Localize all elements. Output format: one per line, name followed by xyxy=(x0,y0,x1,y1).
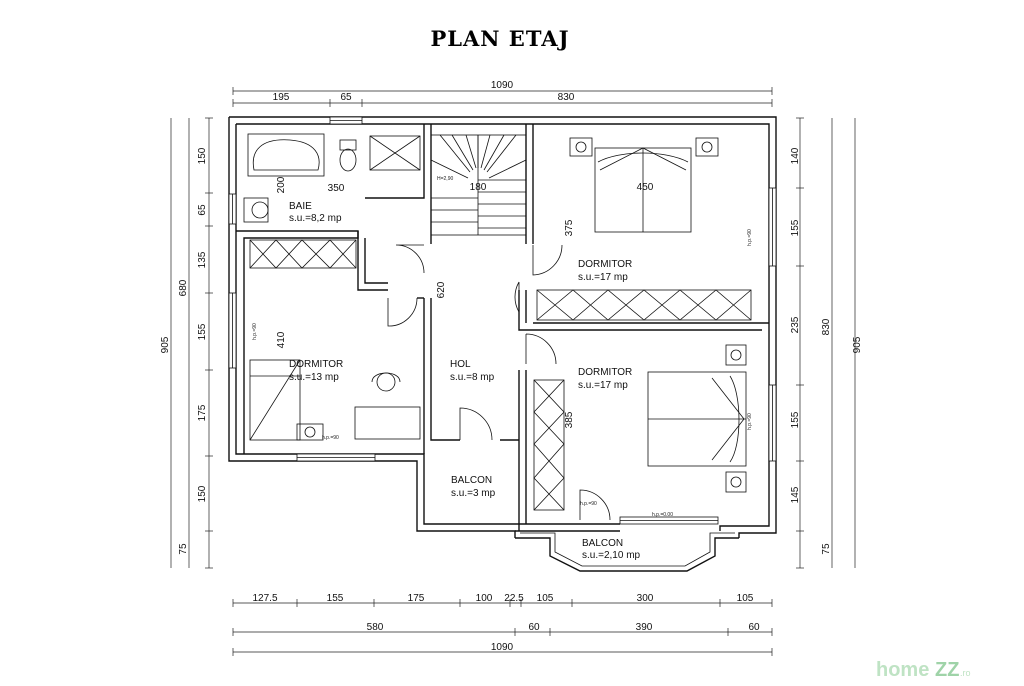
left-dimensions: 150 65 135 155 175 150 75 680 905 xyxy=(160,117,213,569)
bottom-dim-12: 60 xyxy=(748,622,760,633)
logo-home-text: home xyxy=(876,659,929,681)
bottom-dim-4: 100 xyxy=(476,593,493,604)
right-mid-dim: 830 xyxy=(821,318,832,335)
room-area-baie: s.u.=8,2 mp xyxy=(289,213,342,224)
staircase: H=2,90 xyxy=(430,134,527,236)
logo-zz-text: ZZ xyxy=(935,659,959,681)
window-note-2: h.p.=90 xyxy=(322,435,339,441)
bottom-dim-10: 60 xyxy=(528,622,540,633)
room-name-balcon-right: BALCON xyxy=(582,538,623,549)
left-dim-4: 155 xyxy=(197,323,208,340)
stair-note: H=2,90 xyxy=(437,176,453,182)
top-dimensions: 1090 195 65 830 xyxy=(232,80,773,107)
bottom-dim-1: 127.5 xyxy=(252,593,277,604)
room-name-baie: BAIE xyxy=(289,201,312,212)
interior-dim-3: 180 xyxy=(470,182,487,193)
left-dim-2: 65 xyxy=(197,204,208,216)
window-note-6: h.p.=90 xyxy=(580,501,597,507)
windows xyxy=(228,116,777,525)
interior-dimensions: 350 200 180 450 375 620 410 385 xyxy=(276,176,654,428)
bathroom-fixtures xyxy=(243,133,421,223)
right-dimensions: 140 155 235 155 145 75 830 905 xyxy=(790,117,863,569)
beds xyxy=(249,137,747,493)
window-note-1: h.p.=90 xyxy=(252,323,258,340)
left-dim-5: 175 xyxy=(197,404,208,421)
left-overall-dim: 905 xyxy=(160,336,171,353)
room-labels: BAIE s.u.=8,2 mp DORMITOR s.u.=13 mp HOL… xyxy=(289,201,641,561)
room-area-dormitor-top-right: s.u.=17 mp xyxy=(578,272,628,283)
left-dim-1: 150 xyxy=(197,147,208,164)
bottom-overall-dim: 1090 xyxy=(491,642,514,653)
interior-dim-4: 450 xyxy=(637,182,654,193)
top-overall-dim: 1090 xyxy=(491,80,514,91)
bottom-dim-3: 175 xyxy=(408,593,425,604)
right-dim-3: 235 xyxy=(790,316,801,333)
room-area-balcon-left: s.u.=3 mp xyxy=(451,488,496,499)
wardrobes xyxy=(249,239,752,511)
window-notes: h.p.=90 h.p.=90 h.p.=90 h.p.=0.00 h.p.=9… xyxy=(252,229,753,518)
room-area-balcon-right: s.u.=2,10 mp xyxy=(582,550,641,561)
room-name-hol: HOL xyxy=(450,359,471,370)
bottom-dim-2: 155 xyxy=(327,593,344,604)
plan-title: PLAN ETAJ xyxy=(430,26,569,51)
left-dim-3: 135 xyxy=(197,251,208,268)
room-area-hol: s.u.=8 mp xyxy=(450,372,495,383)
room-name-dormitor-top-right: DORMITOR xyxy=(578,259,632,270)
desk-and-chair xyxy=(354,372,421,440)
right-dim-5: 145 xyxy=(790,486,801,503)
doors xyxy=(387,244,611,521)
bottom-dim-9: 580 xyxy=(367,622,384,633)
left-dim-6: 150 xyxy=(197,485,208,502)
right-overall-dim: 905 xyxy=(852,336,863,353)
right-dim-4: 155 xyxy=(790,411,801,428)
interior-walls xyxy=(236,124,769,531)
window-note-3: h.p.=90 xyxy=(747,229,753,246)
bottom-dim-6: 105 xyxy=(537,593,554,604)
room-name-balcon-left: BALCON xyxy=(451,475,492,486)
interior-dim-7: 410 xyxy=(276,331,287,348)
room-name-dormitor-bottom-right: DORMITOR xyxy=(578,367,632,378)
window-note-5: h.p.=90 xyxy=(747,413,753,430)
interior-dim-2: 200 xyxy=(276,176,287,193)
bottom-dim-8: 105 xyxy=(737,593,754,604)
left-mid-dim: 680 xyxy=(178,279,189,296)
top-dim-2: 65 xyxy=(340,92,352,103)
bottom-dim-11: 390 xyxy=(636,622,653,633)
interior-dim-5: 375 xyxy=(564,219,575,236)
bottom-dim-7: 300 xyxy=(637,593,654,604)
bottom-dim-5: 22.5 xyxy=(504,593,524,604)
right-dim-6: 75 xyxy=(821,543,832,555)
interior-dim-1: 350 xyxy=(328,183,345,194)
window-note-4: h.p.=0.00 xyxy=(652,512,673,518)
left-dim-7: 75 xyxy=(178,543,189,555)
room-area-dormitor-bottom-right: s.u.=17 mp xyxy=(578,380,628,391)
top-dim-1: 195 xyxy=(273,92,290,103)
homezz-logo: home ZZ .ro xyxy=(876,659,971,681)
right-dim-2: 155 xyxy=(790,219,801,236)
bottom-dimensions: 127.5 155 175 100 22.5 105 300 105 580 6… xyxy=(232,593,773,656)
logo-ro-text: .ro xyxy=(960,668,971,678)
room-name-dormitor-left: DORMITOR xyxy=(289,359,343,370)
interior-dim-8: 385 xyxy=(564,411,575,428)
right-dim-1: 140 xyxy=(790,147,801,164)
balconies xyxy=(515,532,739,572)
interior-dim-6: 620 xyxy=(436,281,447,298)
room-area-dormitor-left: s.u.=13 mp xyxy=(289,372,339,383)
top-dim-3: 830 xyxy=(558,92,575,103)
